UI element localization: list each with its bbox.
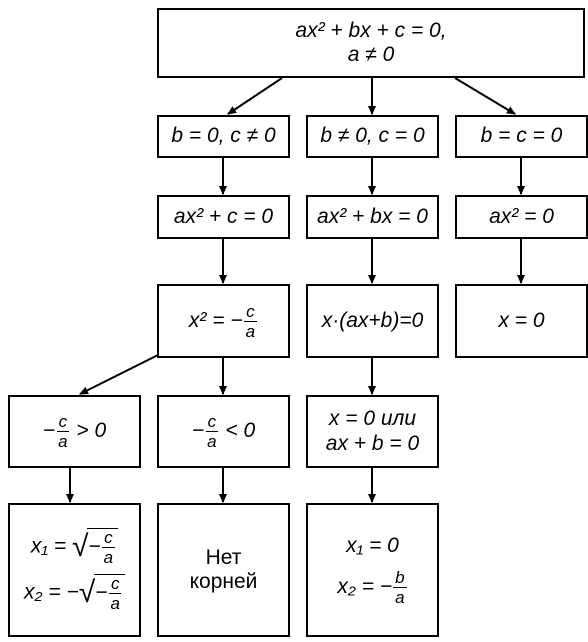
minus-sign: −	[95, 581, 108, 605]
fraction-numerator: c	[205, 412, 219, 432]
case3-label: b = c = 0	[480, 124, 563, 148]
arrow-x2-to-positive	[79, 354, 159, 395]
fraction-denominator: a	[245, 321, 256, 341]
case1-label: b = 0, c ≠ 0	[171, 124, 276, 148]
fraction-numerator: c	[108, 574, 122, 594]
node-equation-no-c: ax² + bx = 0	[306, 195, 439, 239]
x-zero-label: x = 0	[498, 308, 545, 332]
top-equation-line: ax² + bx + c = 0,	[295, 18, 447, 42]
root2-lhs: x₂ = −	[24, 580, 79, 604]
node-or-condition: x = 0 или ax + b = 0	[306, 395, 439, 468]
solution2-lhs: x₂ = −	[337, 574, 393, 598]
or-line-1: x = 0 или	[328, 407, 417, 431]
fraction-denominator: a	[103, 548, 114, 567]
minus-sign: −	[42, 419, 56, 443]
eq2-label: ax² + bx = 0	[317, 204, 428, 228]
node-case-b-zero: b = 0, c ≠ 0	[157, 115, 290, 158]
node-factored: x·(ax+b)=0	[306, 284, 439, 358]
fraction-numerator: c	[244, 301, 257, 322]
relation-greater: > 0	[76, 419, 107, 443]
node-no-roots: Нет корней	[157, 503, 290, 637]
minus-sign: −	[191, 419, 205, 443]
no-roots-line-2: корней	[189, 570, 258, 593]
node-x-zero: x = 0	[455, 284, 588, 358]
minus-sign: −	[88, 535, 101, 559]
fraction-denominator: a	[58, 432, 68, 451]
node-quadratic-equation: ax² + bx + c = 0, a ≠ 0	[157, 8, 585, 78]
node-equation-no-b: ax² + c = 0	[157, 195, 290, 239]
factored-label: x·(ax+b)=0	[321, 308, 424, 332]
fraction-denominator: a	[395, 587, 405, 607]
top-condition-line: a ≠ 0	[347, 43, 395, 66]
fraction-numerator: c	[102, 528, 115, 548]
x-squared-lhs: x² = −	[188, 308, 243, 332]
arrow-top-to-case3	[454, 77, 516, 115]
node-case-both-zero: b = c = 0	[455, 115, 588, 158]
no-roots-line-1: Нет	[205, 545, 242, 569]
node-case-c-zero: b ≠ 0, c = 0	[306, 115, 439, 158]
eq1-label: ax² + c = 0	[173, 204, 274, 228]
fraction-numerator: b	[393, 567, 407, 588]
fraction-denominator: a	[110, 594, 120, 613]
fraction-numerator: c	[56, 412, 70, 432]
node-equation-ax2: ax² = 0	[455, 195, 588, 239]
arrow-top-to-case1	[227, 77, 283, 115]
fraction-denominator: a	[207, 432, 217, 451]
root1-lhs: x₁ =	[30, 534, 67, 558]
case2-label: b ≠ 0, c = 0	[320, 124, 425, 148]
relation-less: < 0	[225, 419, 256, 443]
eq3-label: ax² = 0	[489, 204, 554, 228]
or-line-2: ax + b = 0	[325, 431, 420, 455]
solution1-expression: x₁ = 0	[346, 534, 399, 558]
